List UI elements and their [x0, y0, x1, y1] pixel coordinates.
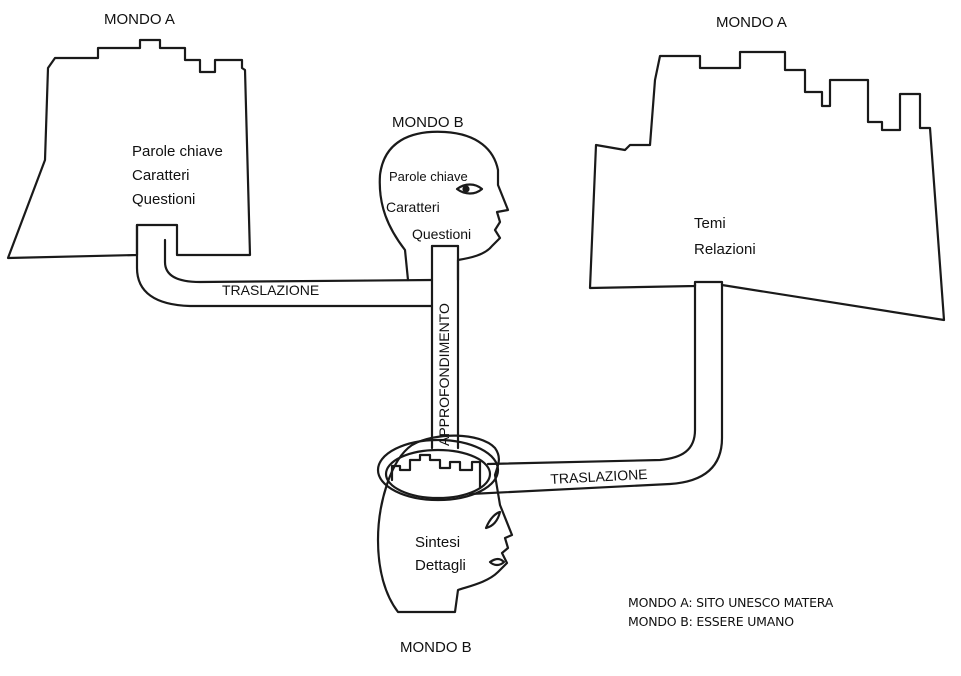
legend-line-2: MONDO B: ESSERE UMANO: [628, 616, 794, 629]
world-a-left-item-2: Caratteri: [132, 168, 190, 183]
world-a-left-title: MONDO A: [104, 12, 175, 27]
world-b-bottom-title: MONDO B: [400, 640, 472, 655]
bottom-head-eye: [486, 512, 500, 528]
head-top-item-3: Questioni: [412, 227, 471, 241]
head-top-item-1: Parole chiave: [389, 170, 468, 183]
world-a-left-item-3: Questioni: [132, 192, 195, 207]
bottom-head-mouth: [490, 559, 504, 565]
world-a-right-item-2: Relazioni: [694, 242, 756, 257]
world-b-top-title: MONDO B: [392, 115, 464, 130]
legend-line-1: MONDO A: SITO UNESCO MATERA: [628, 597, 833, 610]
right-city-outline: [590, 52, 944, 320]
bottom-head-crown-inner: [386, 450, 490, 498]
head-bottom-item-1: Sintesi: [415, 535, 460, 550]
bottom-head-outline: [378, 436, 512, 612]
world-a-right-item-1: Temi: [694, 216, 726, 231]
right-translation-pipe-inner: [488, 284, 695, 464]
head-bottom-item-2: Dettagli: [415, 558, 466, 573]
deepening-label: APPROFONDIMENTO: [437, 303, 451, 446]
bottom-head-mini-city: [392, 455, 480, 488]
left-translation-pipe-inner: [165, 240, 432, 282]
head-top-item-2: Caratteri: [386, 200, 440, 214]
world-a-right-title: MONDO A: [716, 15, 787, 30]
translation-left-label: TRASLAZIONE: [222, 283, 319, 297]
world-a-left-item-1: Parole chiave: [132, 144, 223, 159]
top-head-pupil: [464, 187, 469, 192]
